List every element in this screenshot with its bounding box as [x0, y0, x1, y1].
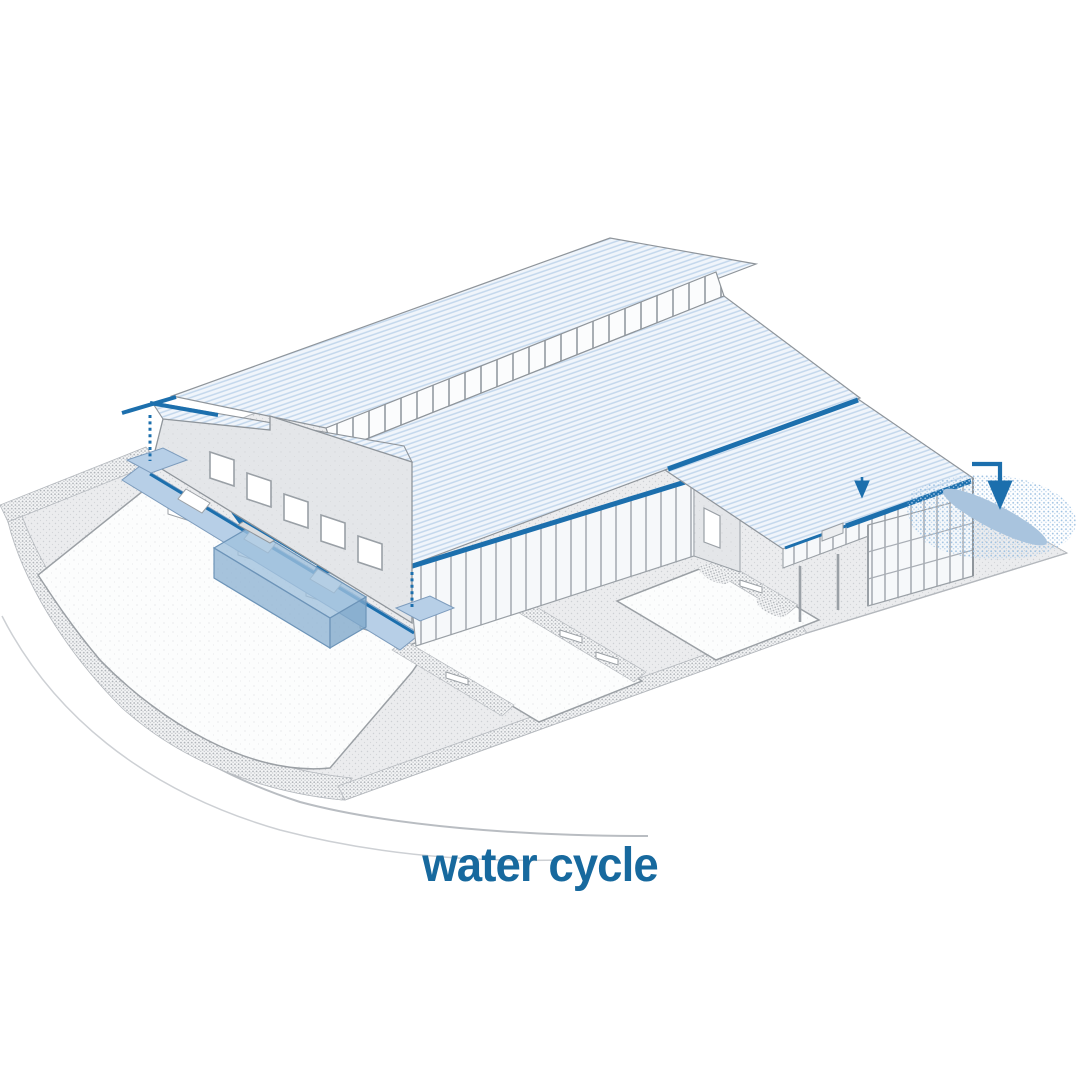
- infiltration-pond: [907, 461, 1076, 560]
- eave-gutter-line: [405, 476, 696, 571]
- pond-swale-water: [943, 488, 1047, 546]
- left-wing: [121, 395, 413, 625]
- collection-basin-left: [125, 447, 189, 474]
- door: [703, 507, 721, 549]
- main-hall: [169, 237, 862, 647]
- gutter-outrigger: [121, 395, 177, 415]
- downspouts: [125, 415, 456, 622]
- right-wing: [663, 397, 975, 622]
- gravel-patches: [698, 563, 788, 618]
- left-wing-windows: [209, 450, 383, 572]
- pond-overflow-arrow: [972, 461, 1013, 510]
- sign-board: [821, 522, 844, 542]
- site-edge-right: [806, 552, 1068, 634]
- valley-gutter-line: [667, 397, 859, 472]
- caption-title: water cycle: [422, 839, 658, 892]
- collection-basin-center: [394, 595, 456, 622]
- canopy-posts: [798, 554, 840, 622]
- left-eave-gutter: [149, 401, 219, 417]
- parking-lot-left: [36, 486, 427, 770]
- road-edge-line-outer: [1, 615, 563, 862]
